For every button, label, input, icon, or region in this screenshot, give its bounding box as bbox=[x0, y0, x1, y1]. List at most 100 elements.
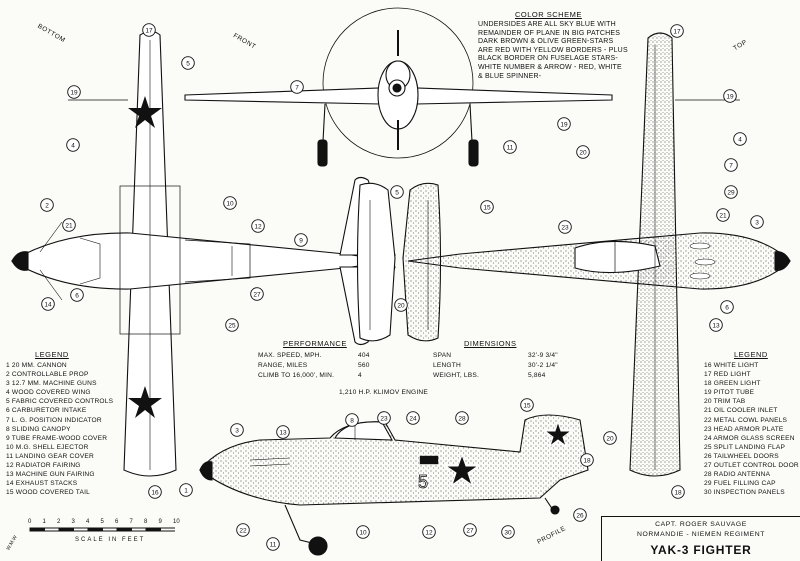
callout-circle bbox=[709, 318, 723, 332]
callout-number: 2 bbox=[45, 202, 49, 209]
callout-markers: 1751942211461012927251671911515232017192… bbox=[40, 23, 764, 551]
legend-item: 27 OUTLET CONTROL DOOR bbox=[704, 462, 799, 470]
callout-circle bbox=[62, 218, 76, 232]
legend-right-list: 16 WHITE LIGHT 17 RED LIGHT 18 GREEN LIG… bbox=[704, 362, 799, 498]
callout-number: 9 bbox=[299, 237, 303, 244]
callout-circle bbox=[463, 523, 477, 537]
callout-number: 23 bbox=[561, 224, 569, 231]
callout-circle bbox=[520, 398, 534, 412]
callout-number: 29 bbox=[727, 189, 735, 196]
legend-item: 29 FUEL FILLING CAP bbox=[704, 480, 776, 488]
callout-number: 22 bbox=[239, 527, 247, 534]
legend-left-list: 1 20 MM. CANNON 2 CONTROLLABLE PROP 3 12… bbox=[6, 362, 113, 498]
color-scheme-title: COLOR SCHEME bbox=[515, 10, 582, 19]
callout-number: 3 bbox=[755, 219, 759, 226]
callout-number: 6 bbox=[725, 304, 729, 311]
callout-circle bbox=[41, 297, 55, 311]
callout-number: 25 bbox=[228, 322, 236, 329]
legend-item: 15 WOOD COVERED TAIL bbox=[6, 489, 90, 497]
legend-item: 2 CONTROLLABLE PROP bbox=[6, 371, 89, 379]
callout-circle bbox=[670, 24, 684, 38]
callout-number: 11 bbox=[270, 541, 277, 548]
scale-label: SCALE IN FEET bbox=[75, 537, 146, 543]
callout-circle bbox=[70, 288, 84, 302]
callout-circle bbox=[603, 431, 617, 445]
callout-number: 10 bbox=[359, 529, 367, 536]
callout-number: 20 bbox=[397, 302, 405, 309]
dimensions-value: 30'-2 1/4" bbox=[528, 362, 558, 369]
callout-circle bbox=[67, 85, 81, 99]
legend-item: 23 HEAD ARMOR PLATE bbox=[704, 425, 784, 433]
callout-circle bbox=[576, 145, 590, 159]
color-scheme-line: UNDERSIDES ARE ALL SKY BLUE WITH bbox=[478, 21, 616, 28]
legend-item: 9 TUBE FRAME-WOOD COVER bbox=[6, 434, 108, 442]
callout-circle bbox=[251, 219, 265, 233]
color-scheme-notes: UNDERSIDES ARE ALL SKY BLUE WITH REMAIND… bbox=[478, 21, 628, 81]
profile-fuselage bbox=[199, 414, 589, 506]
callout-number: 1 bbox=[184, 487, 188, 494]
performance-label: CLIMB TO 16,000', MIN. bbox=[258, 372, 335, 379]
callout-circle bbox=[406, 411, 420, 425]
drawing-title: YAK-3 FIGHTER bbox=[650, 543, 752, 557]
legend-item: 11 LANDING GEAR COVER bbox=[6, 452, 94, 460]
color-scheme-line: ARE RED WITH YELLOW BORDERS - PLUS bbox=[478, 46, 628, 54]
performance-label: RANGE, MILES bbox=[258, 362, 308, 369]
callout-number: 30 bbox=[504, 529, 512, 536]
legend-item: 19 PITOT TUBE bbox=[704, 389, 755, 397]
callout-circle bbox=[40, 198, 54, 212]
dimensions-row: WEIGHT, LBS. 5,864 bbox=[433, 372, 578, 382]
bottom-view-star-lower bbox=[128, 386, 162, 418]
legend-item: 30 INSPECTION PANELS bbox=[704, 489, 785, 497]
callout-number: 3 bbox=[235, 427, 239, 434]
engine-note: 1,210 H.P. KLIMOV ENGINE bbox=[339, 389, 428, 396]
dimensions-value: 32'-9 3/4" bbox=[528, 352, 558, 359]
callout-circle bbox=[503, 140, 517, 154]
color-scheme-line: WHITE NUMBER & ARROW - RED, WHITE bbox=[478, 63, 622, 71]
legend-item: 4 WOOD COVERED WING bbox=[6, 389, 91, 397]
callout-circle bbox=[480, 200, 494, 214]
callout-circle bbox=[723, 89, 737, 103]
callout-circle bbox=[580, 453, 594, 467]
regiment-name: NORMANDIE - NIEMEN REGIMENT bbox=[637, 531, 765, 538]
bottom-view bbox=[10, 30, 396, 477]
legend-item: 24 ARMOR GLASS SCREEN bbox=[704, 434, 795, 442]
dimensions-table: SPAN 32'-9 3/4" LENGTH 30'-2 1/4" WEIGHT… bbox=[433, 352, 578, 382]
legend-item: 17 RED LIGHT bbox=[704, 371, 751, 379]
legend-item: 26 TAILWHEEL DOORS bbox=[704, 452, 779, 460]
performance-row: MAX. SPEED, MPH. 404 bbox=[258, 352, 388, 362]
callout-circle bbox=[750, 215, 764, 229]
callout-number: 26 bbox=[576, 512, 584, 519]
dimensions-label: WEIGHT, LBS. bbox=[433, 372, 479, 379]
profile-view bbox=[199, 414, 589, 556]
legend-item: 1 20 MM. CANNON bbox=[6, 362, 67, 369]
callout-number: 5 bbox=[186, 60, 190, 67]
scale-tick-label: 6 bbox=[115, 519, 119, 525]
performance-value: 4 bbox=[358, 372, 362, 379]
callout-circle bbox=[558, 220, 572, 234]
performance-row: CLIMB TO 16,000', MIN. 4 bbox=[258, 372, 388, 382]
callout-circle bbox=[142, 23, 156, 37]
legend-left-title: LEGEND bbox=[35, 350, 69, 359]
legend-item: 21 OIL COOLER INLET bbox=[704, 407, 778, 415]
callout-number: 18 bbox=[583, 457, 591, 464]
legend-item: 3 12.7 MM. MACHINE GUNS bbox=[6, 380, 97, 388]
profile-fuselage-star bbox=[444, 453, 480, 487]
scale-tick-label: 4 bbox=[86, 519, 90, 525]
propeller-arc bbox=[322, 7, 474, 159]
callout-circle bbox=[230, 423, 244, 437]
callout-number: 17 bbox=[673, 28, 681, 35]
callout-number: 13 bbox=[279, 429, 287, 436]
fuselage-number: 5 bbox=[418, 472, 428, 492]
scale-tick-label: 10 bbox=[173, 519, 180, 525]
bottom-view-star-upper bbox=[128, 96, 162, 128]
callout-circle bbox=[250, 287, 264, 301]
performance-table: MAX. SPEED, MPH. 404 RANGE, MILES 560 CL… bbox=[258, 352, 388, 382]
dimensions-row: SPAN 32'-9 3/4" bbox=[433, 352, 578, 362]
callout-circle bbox=[377, 411, 391, 425]
scale-tick-label: 3 bbox=[71, 519, 75, 525]
callout-circle bbox=[66, 138, 80, 152]
dimensions-label: SPAN bbox=[433, 352, 452, 359]
callout-number: 19 bbox=[70, 89, 78, 96]
scale-tick-label: 1 bbox=[42, 519, 46, 525]
